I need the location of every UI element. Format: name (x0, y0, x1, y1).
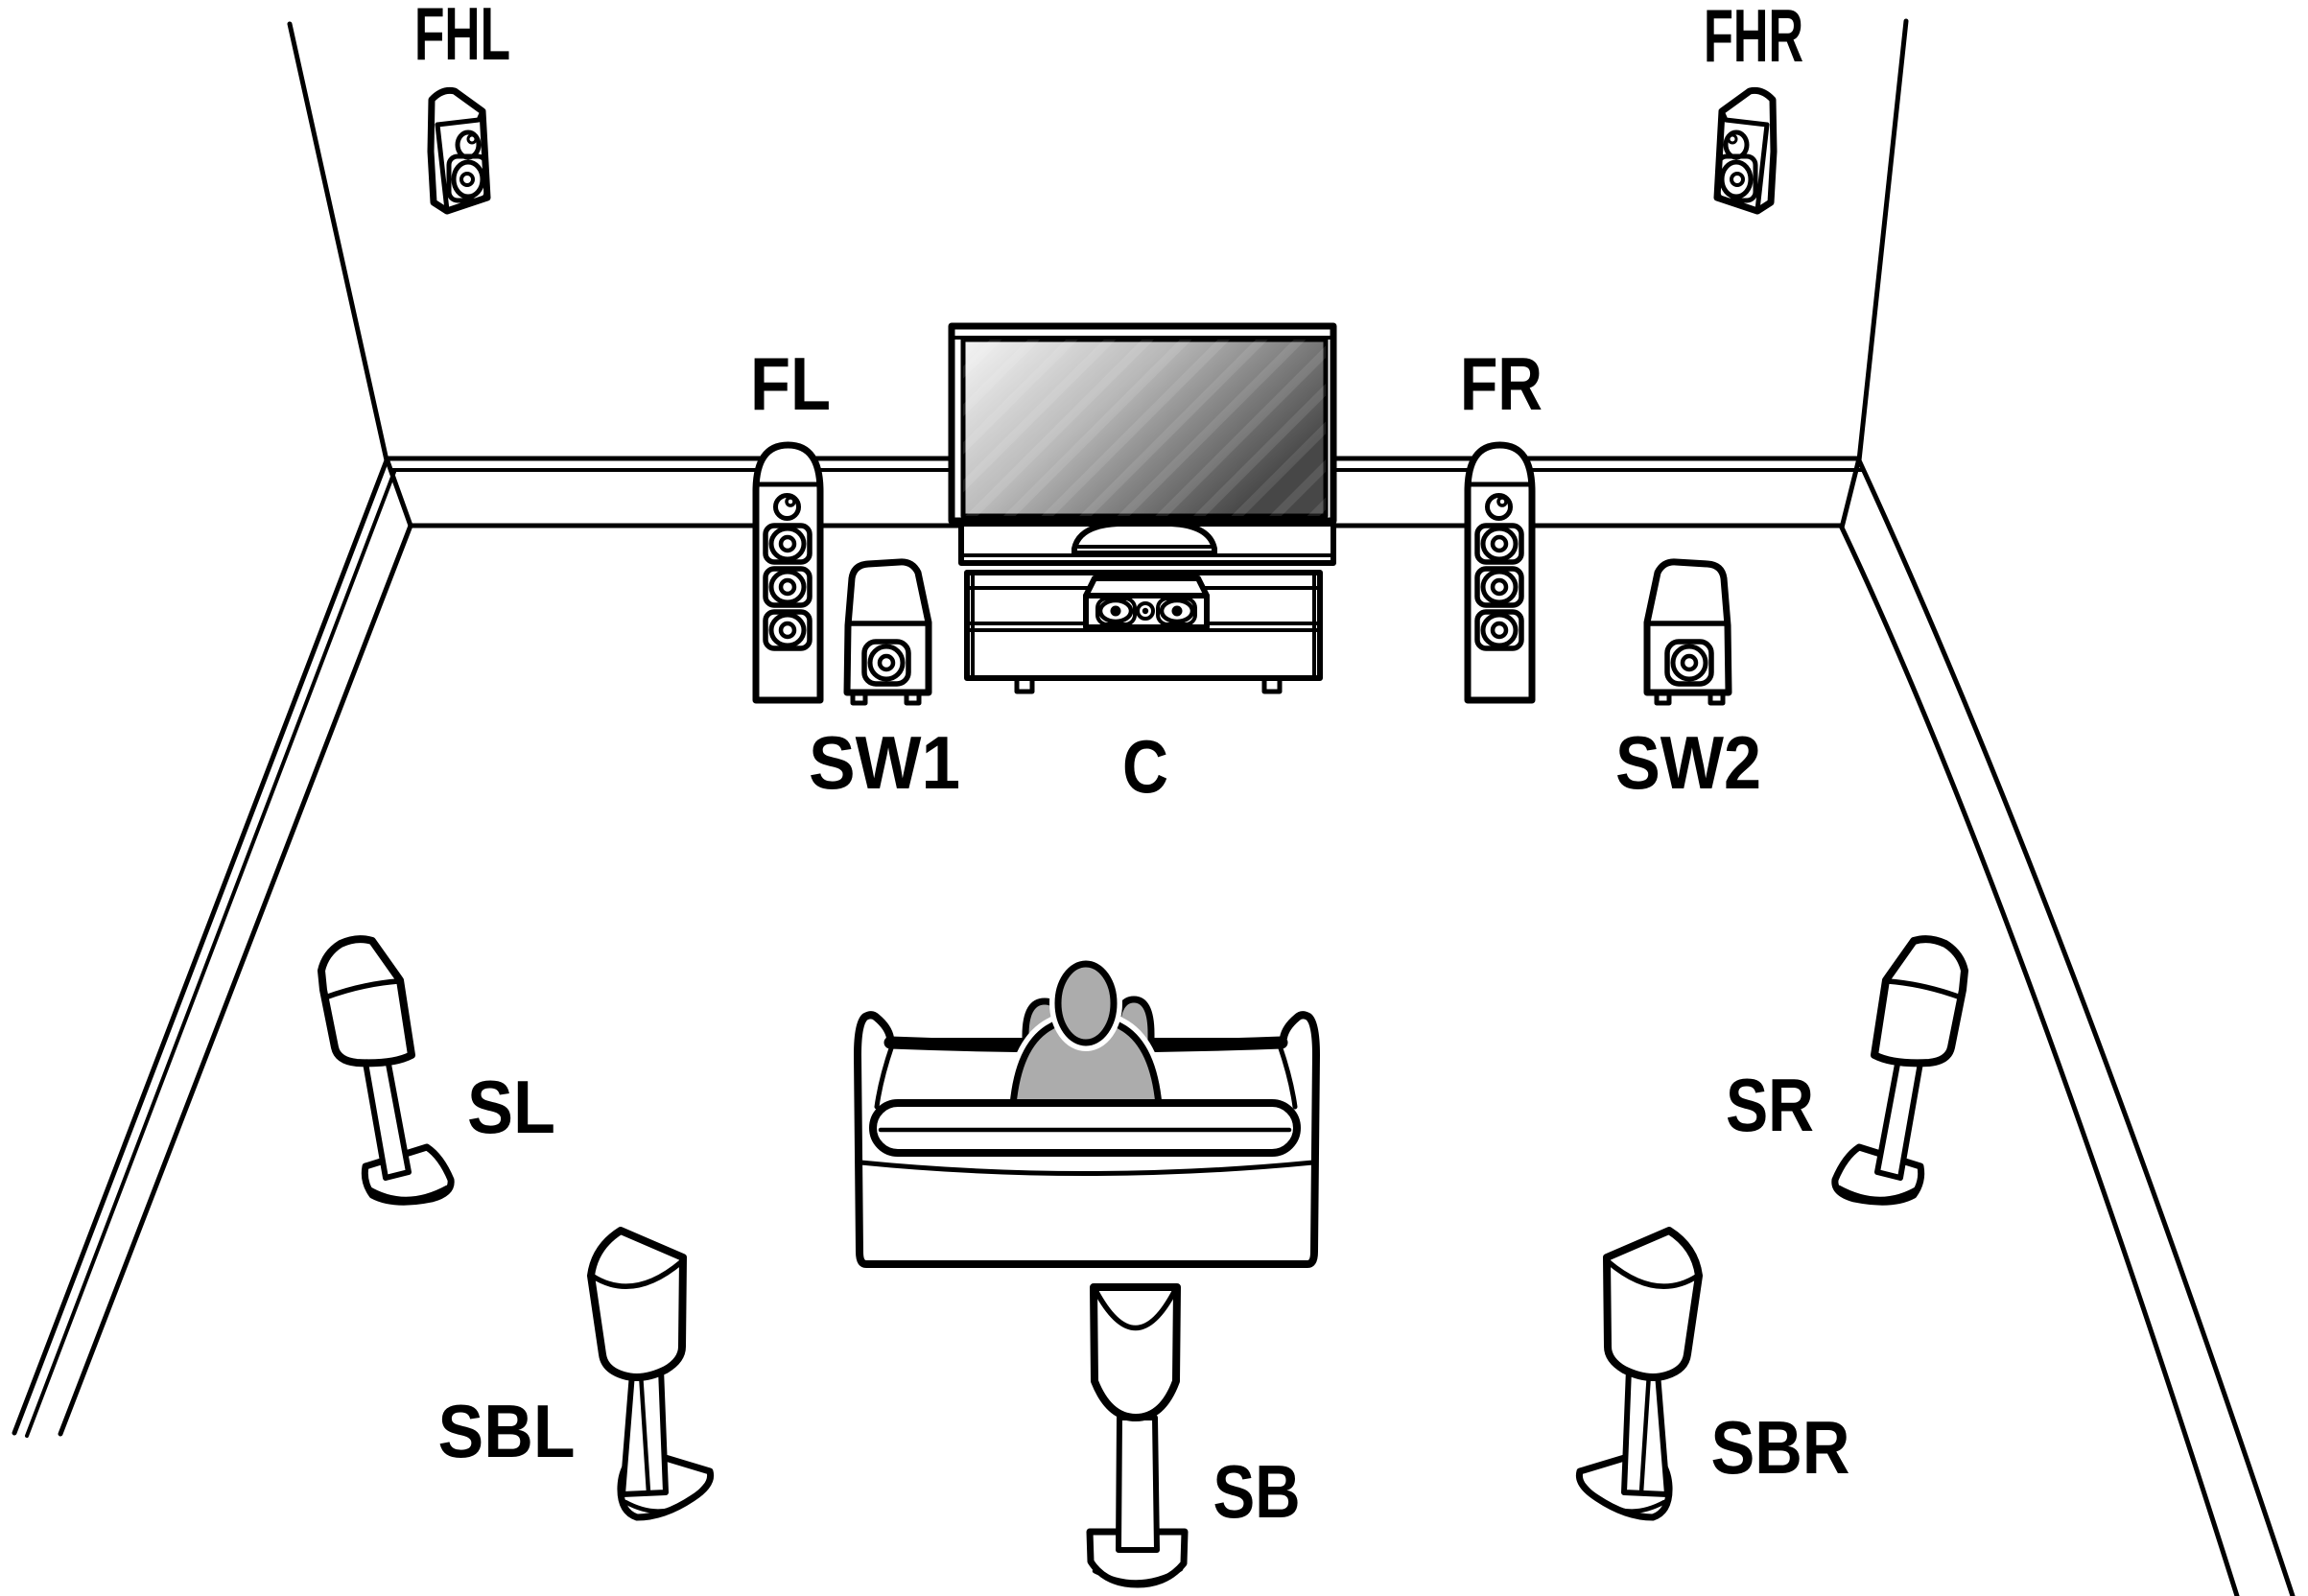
left-wall-corner-line (287, 21, 389, 463)
label-fhl: FHL (414, 0, 510, 76)
label-sw1: SW1 (809, 720, 960, 805)
right-floor-line-2 (1839, 525, 2240, 1596)
sofa-armrest-inner-right (1277, 1043, 1298, 1110)
speaker-sl (321, 939, 451, 1202)
person-head (1054, 960, 1118, 1046)
label-fhr: FHR (1704, 0, 1803, 78)
speaker-sbl (591, 1231, 711, 1517)
subwoofer-sw2 (1647, 562, 1729, 703)
sofa-back-panel-line (858, 1160, 1316, 1176)
speaker-sr (1835, 939, 1965, 1202)
label-sb: SB (1213, 1449, 1301, 1534)
label-c: C (1122, 724, 1168, 809)
labels: FHL FHR FL FR SW1 C SW2 SL SR SBL SB SBR (414, 0, 1850, 1534)
tv (948, 322, 1337, 525)
speaker-fhl (431, 90, 487, 211)
label-sr: SR (1726, 1063, 1814, 1147)
left-floor-line-2 (25, 470, 396, 1438)
speaker-sb (1086, 1283, 1189, 1588)
left-floor-line-1 (12, 458, 389, 1436)
speaker-fr (1468, 445, 1532, 700)
tv-stand-base (1072, 521, 1217, 556)
left-floor-line-3 (58, 523, 413, 1437)
speaker-fhr (1717, 90, 1774, 211)
right-corner-edge (1839, 456, 1862, 530)
listener-person (1004, 955, 1167, 1114)
speaker-center (1083, 575, 1210, 630)
tv-screen-glare (963, 340, 1326, 516)
sofa-backrest-bar (869, 1099, 1301, 1157)
label-fr: FR (1460, 341, 1543, 426)
subwoofer-sw1 (847, 562, 929, 703)
label-fl: FL (750, 341, 831, 426)
label-sbr: SBR (1711, 1405, 1850, 1490)
right-wall-corner-line (1856, 18, 1909, 463)
right-floor-line-1 (1856, 458, 2296, 1596)
speaker-sbr (1579, 1231, 1699, 1517)
sofa-armrest-inner-left (874, 1043, 895, 1110)
label-sw2: SW2 (1615, 720, 1761, 805)
sb-pole (1116, 1415, 1160, 1553)
label-sbl: SBL (438, 1389, 576, 1473)
label-sl: SL (467, 1065, 555, 1149)
speaker-fl (756, 445, 820, 700)
left-corner-edge (384, 456, 413, 528)
